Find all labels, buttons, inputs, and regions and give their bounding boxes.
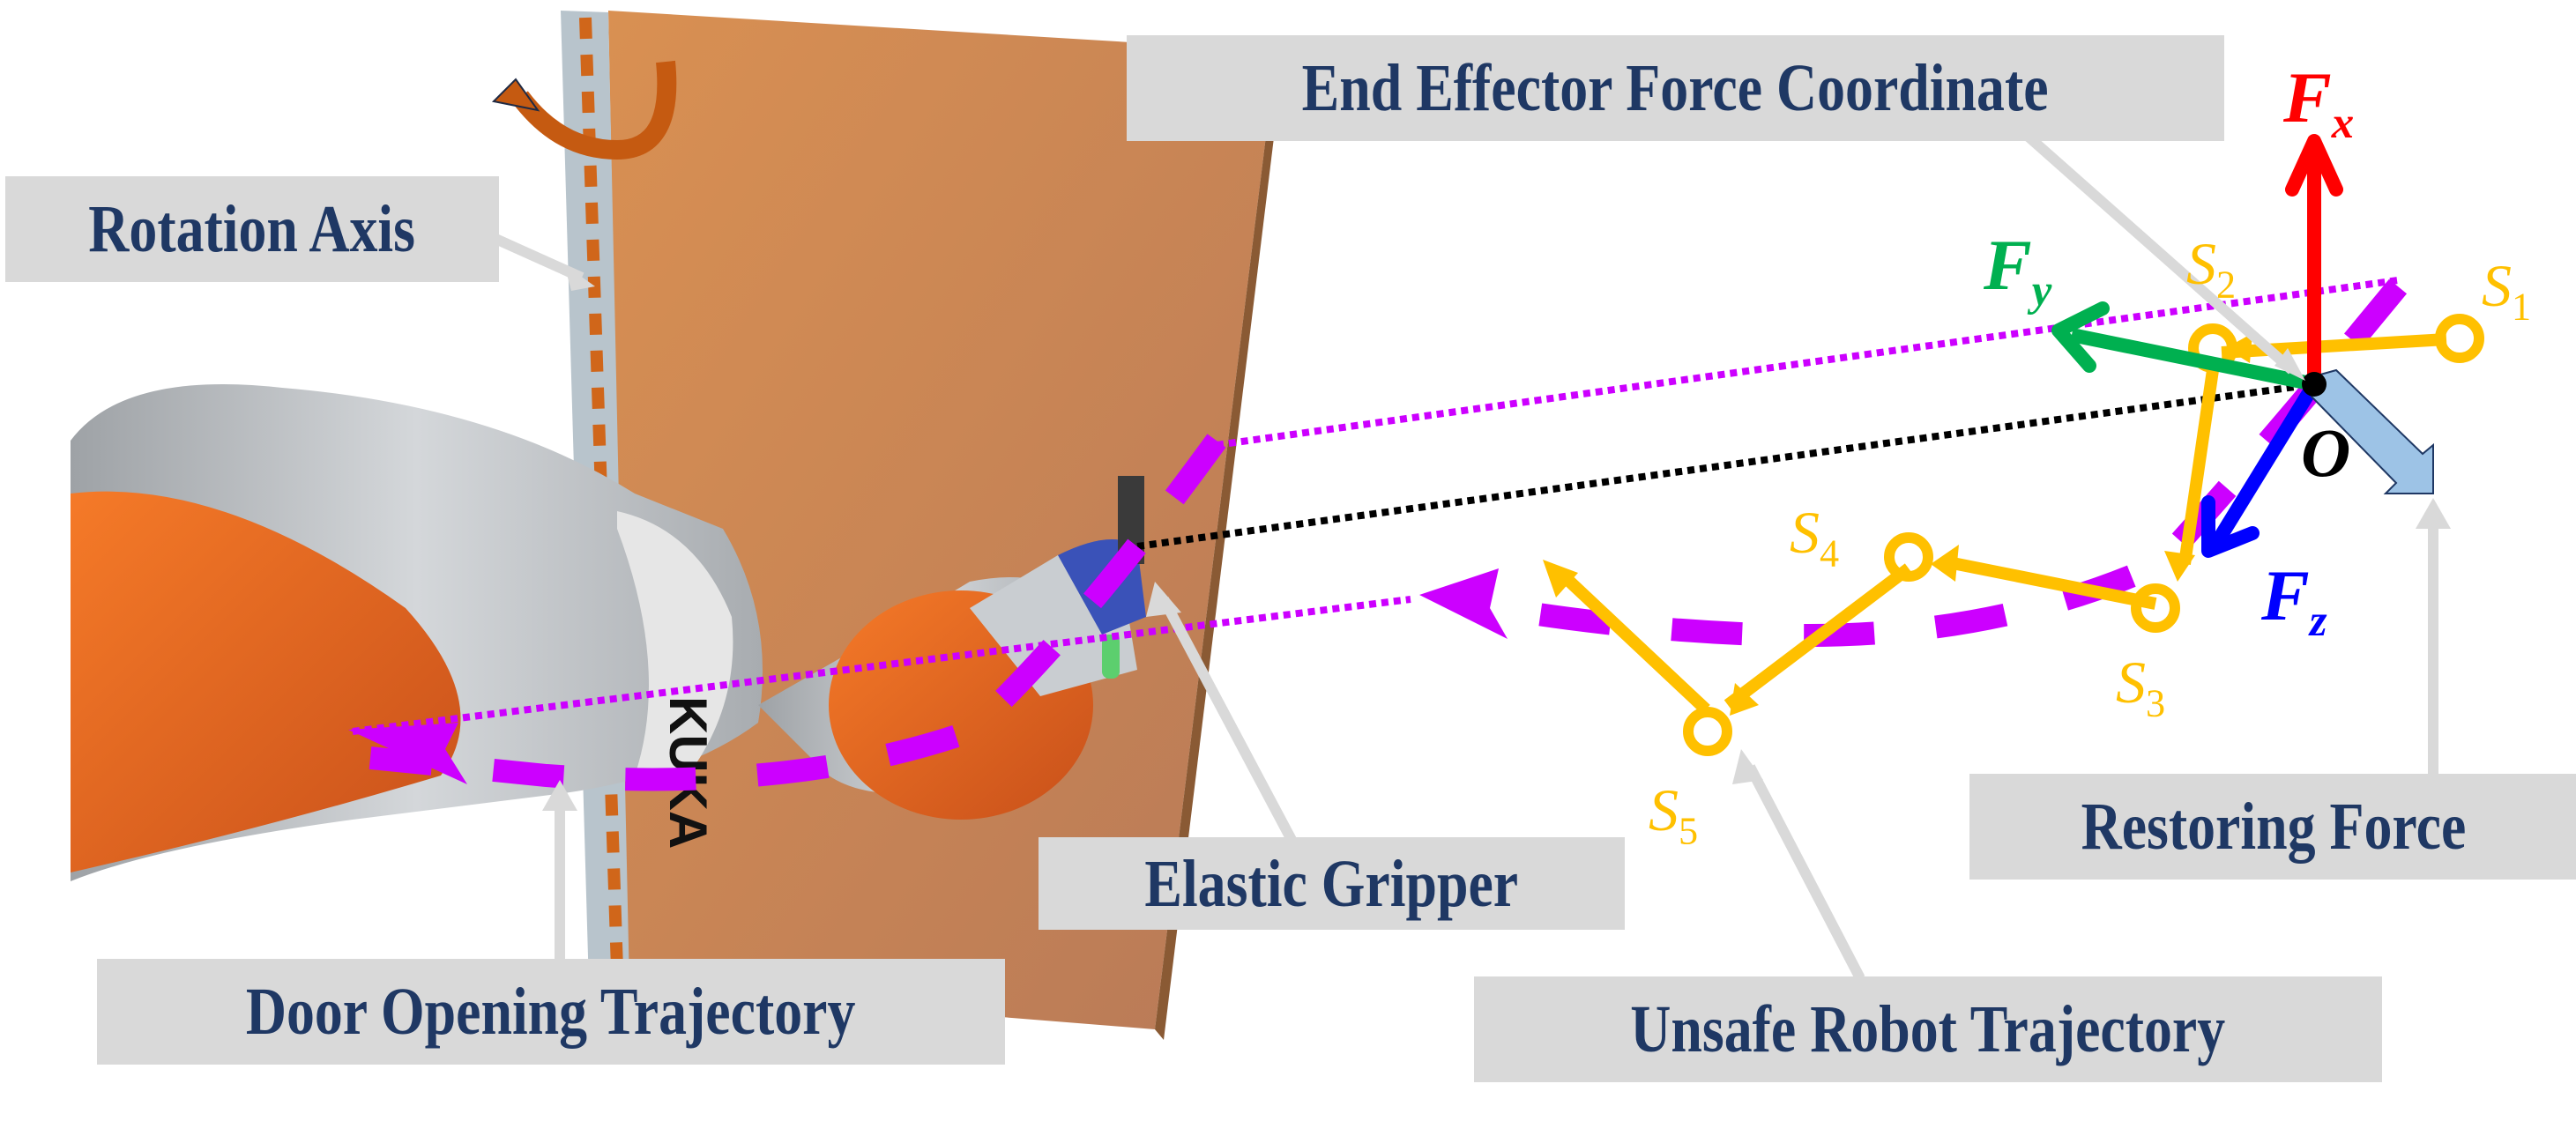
state-path-arrowheads bbox=[1543, 333, 2252, 716]
fz-axis bbox=[2211, 380, 2320, 546]
state-path bbox=[1556, 314, 2484, 756]
state-label-s3: S3 bbox=[2116, 649, 2166, 725]
unsafe-trajectory-arc bbox=[1419, 278, 2408, 647]
origin-label: O bbox=[2301, 414, 2351, 491]
label-unsafe-robot-trajectory: Unsafe Robot Trajectory bbox=[1474, 976, 2382, 1082]
label-door-opening-trajectory: Door Opening Trajectory bbox=[97, 959, 1005, 1065]
origin-point bbox=[2302, 372, 2327, 397]
state-label-s2: S2 bbox=[2186, 230, 2237, 307]
restoring-force-arrow bbox=[2310, 368, 2434, 494]
rotation-arrow-icon bbox=[491, 60, 677, 160]
fx-label: Fx bbox=[2283, 57, 2355, 147]
label-restoring-force: Restoring Force bbox=[1969, 774, 2576, 880]
state-label-s1: S1 bbox=[2482, 252, 2532, 329]
label-end-effector-force-coordinate: End Effector Force Coordinate bbox=[1127, 35, 2224, 141]
fy-label: Fy bbox=[1984, 225, 2052, 315]
fz-label: Fz bbox=[2261, 555, 2327, 645]
door-opening-trajectory bbox=[348, 434, 1226, 791]
force-axes bbox=[2051, 134, 2434, 558]
callout-leaders bbox=[491, 93, 2451, 981]
label-elastic-gripper: Elastic Gripper bbox=[1039, 837, 1625, 930]
state-label-s4: S4 bbox=[1790, 499, 1840, 575]
fy-axis bbox=[2070, 328, 2316, 391]
state-label-s5: S5 bbox=[1649, 776, 1699, 853]
guide-lines bbox=[352, 277, 2399, 735]
label-rotation-axis: Rotation Axis bbox=[5, 176, 499, 282]
